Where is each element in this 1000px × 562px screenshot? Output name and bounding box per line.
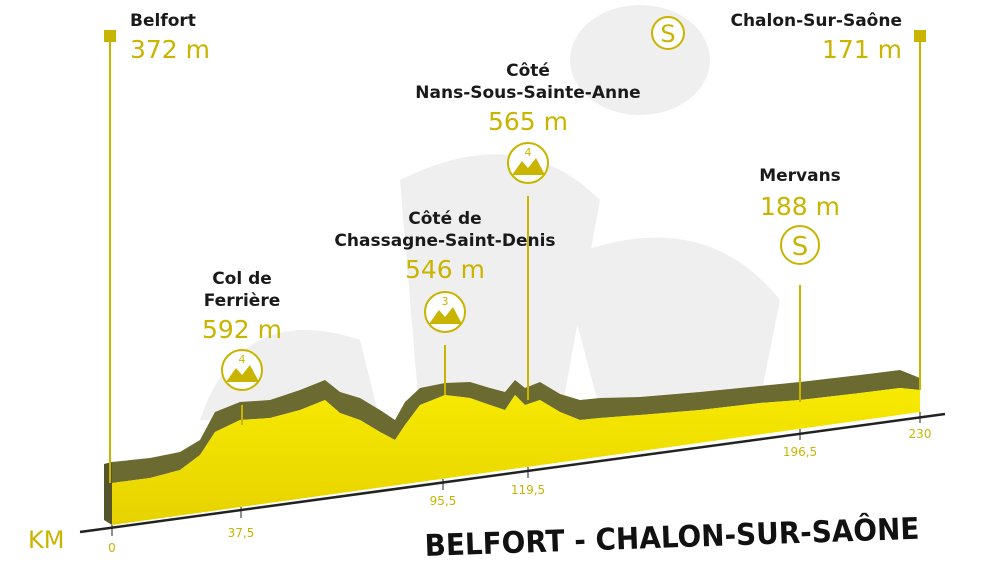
km-tick-label: 95,5: [430, 494, 457, 508]
mountain-category-icon: 3: [424, 291, 466, 333]
mountain-category-icon: 4: [221, 349, 263, 391]
climb-altitude: 592 m: [202, 315, 282, 344]
sprint-letter: S: [660, 20, 675, 48]
climb-name: Chassagne-Saint-Denis: [334, 231, 555, 251]
km-tick-label: 119,5: [511, 483, 545, 497]
start-marker-square: [104, 30, 116, 42]
profile-dark-band: [112, 370, 920, 483]
km-tick-label: 196,5: [783, 445, 817, 459]
svg-text:4: 4: [239, 353, 246, 366]
mountain-category-icon: 4: [507, 142, 549, 184]
svg-text:S: S: [792, 232, 809, 262]
km-unit-label: KM: [28, 526, 64, 554]
climb-name: Col de: [212, 269, 272, 289]
climb-altitude: 565 m: [488, 107, 568, 136]
km-ticks: 0 37,5 95,5 119,5 196,5 230: [108, 412, 931, 555]
climb-name: Côté: [506, 61, 550, 81]
climb-altitude: 546 m: [405, 255, 485, 284]
finish-altitude: 171 m: [822, 35, 902, 64]
sprint-altitude: 188 m: [760, 192, 840, 221]
finish-marker-square: [914, 30, 926, 42]
km-tick-label: 0: [108, 541, 116, 555]
climb-name: Ferrière: [204, 291, 281, 311]
profile-yellow: [112, 388, 920, 525]
km-axis-line: [79, 412, 946, 534]
start-altitude: 372 m: [130, 35, 210, 64]
stage-title: BELFORT - CHALON-SUR-SAÔNE: [424, 510, 920, 562]
start-name: Belfort: [130, 11, 196, 31]
sprint-icon: S: [780, 225, 820, 265]
km-tick-label: 37,5: [228, 526, 255, 540]
svg-text:3: 3: [442, 295, 449, 308]
finish-name: Chalon-Sur-Saône: [730, 11, 902, 31]
sprint-name: Mervans: [759, 166, 841, 186]
svg-text:4: 4: [525, 146, 532, 159]
km-tick-label: 230: [909, 427, 932, 441]
sprint-icon: S: [651, 16, 685, 50]
climb-name: Côté de: [408, 209, 481, 229]
cyclist-watermark: [200, 5, 780, 420]
climb-name: Nans-Sous-Sainte-Anne: [415, 83, 640, 103]
